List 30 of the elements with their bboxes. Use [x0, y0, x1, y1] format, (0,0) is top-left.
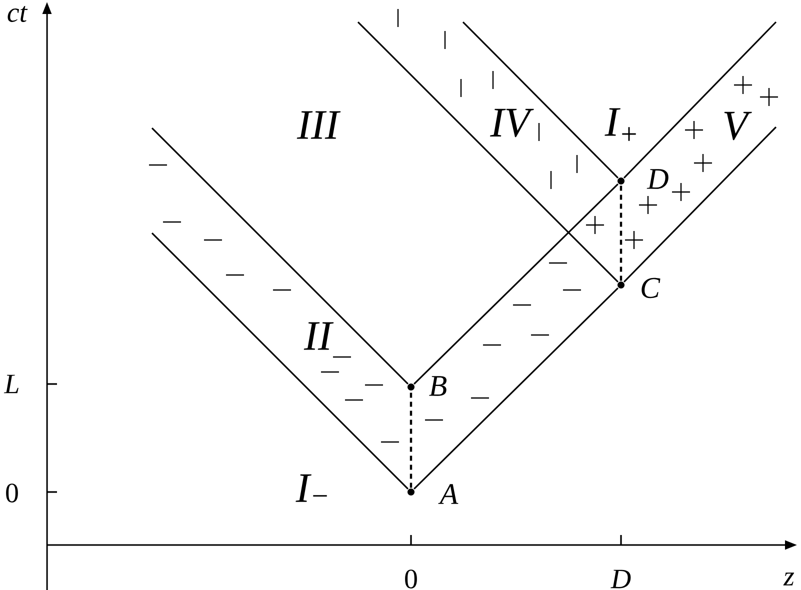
world-line	[462, 21, 619, 179]
world-line	[623, 126, 777, 282]
world-line	[414, 183, 618, 385]
point-dot	[618, 178, 624, 184]
point-dot	[408, 384, 414, 390]
point-dot	[408, 488, 414, 496]
region-label: IV	[490, 108, 534, 138]
axis-label: ct	[8, 6, 28, 22]
tick-label: 0	[6, 484, 18, 502]
dashed-line	[410, 391, 412, 488]
world-line	[414, 287, 618, 490]
point-dot	[618, 282, 624, 288]
region-label: III	[296, 111, 341, 139]
point-label: D	[646, 169, 668, 189]
region-label: I$_{−}$	[296, 474, 327, 502]
axis-label: z	[783, 572, 794, 586]
world-line	[151, 232, 409, 490]
region-label: V	[724, 112, 752, 140]
point-label: C	[642, 278, 660, 298]
tick-label: 0	[405, 570, 417, 588]
region-label: II	[304, 322, 334, 350]
world-line	[357, 21, 619, 283]
point-label: A	[438, 484, 458, 504]
dashed-line	[620, 185, 622, 281]
point-label: B	[429, 376, 447, 396]
world-line	[623, 21, 777, 178]
region-label: I$_{+}$	[604, 108, 636, 141]
world-line	[151, 127, 409, 385]
tick-label: D	[610, 570, 631, 588]
tick-label: L	[4, 374, 18, 394]
